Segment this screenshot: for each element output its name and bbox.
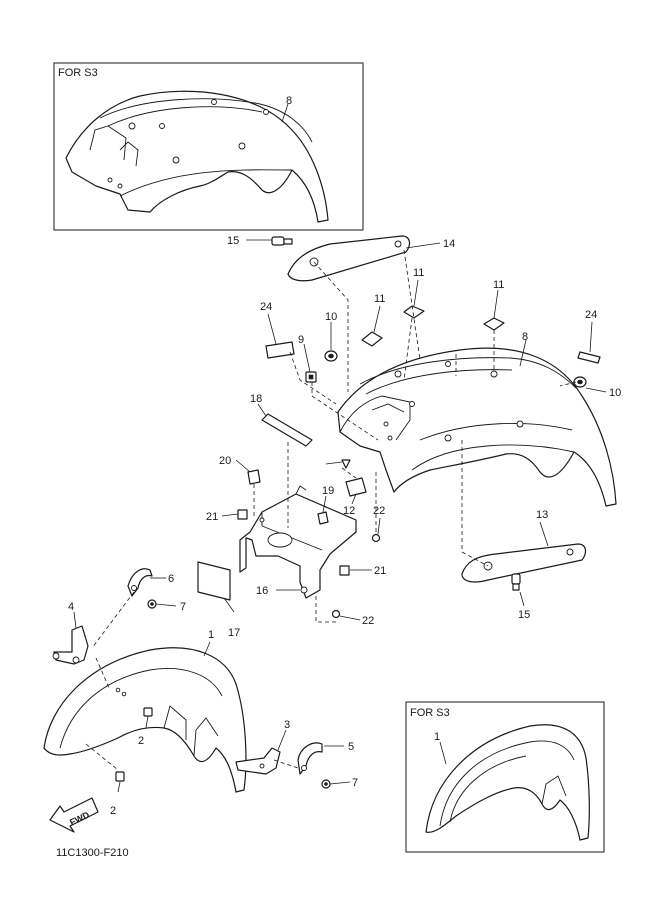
callout-14: 14 — [443, 238, 455, 250]
callout-12: 12 — [343, 505, 355, 517]
callout-13: 13 — [536, 509, 548, 521]
inset-top-frame — [53, 62, 364, 231]
fwd-arrow-icon: FWD — [49, 797, 99, 833]
callout-17: 17 — [228, 627, 240, 639]
callout-18: 18 — [250, 393, 262, 405]
part-24-pad-upper — [265, 341, 295, 359]
callout-9: 9 — [298, 334, 304, 346]
part-15-bolt-upper — [271, 236, 293, 246]
part-11-pads — [361, 305, 505, 347]
inset-front-fender-s3 — [425, 724, 590, 841]
part-21-nut-right — [339, 565, 350, 576]
callout-15-lower: 15 — [518, 609, 530, 621]
inset-top-label: FOR S3 — [58, 67, 98, 79]
callout-21-right: 21 — [374, 565, 386, 577]
part-7-bolt-lower — [321, 779, 331, 789]
callout-7-upper: 7 — [180, 601, 186, 613]
part-2-bolt-upper — [143, 707, 153, 717]
callout-2-upper: 2 — [138, 735, 144, 747]
part-14-rear-arm-cover — [287, 235, 411, 282]
inset-top-s3: FOR S3 8 — [53, 62, 364, 231]
part-8-rear-fender — [337, 347, 617, 507]
assembly-lines — [253, 249, 577, 623]
part-3-bracket — [235, 747, 281, 775]
callout-11-b: 11 — [413, 267, 424, 279]
part-1-front-fender — [43, 647, 247, 793]
part-20-clip — [247, 469, 261, 485]
callout-24-upper: 24 — [260, 301, 272, 313]
callout-23: 24 — [585, 309, 597, 321]
callout-22-upper: 22 — [373, 505, 385, 517]
callout-8-inset: 8 — [286, 95, 292, 107]
callout-7-lower: 7 — [352, 777, 358, 789]
part-4-bracket — [52, 625, 89, 665]
callout-3: 3 — [284, 719, 290, 731]
part-7-bolt-upper — [147, 599, 157, 609]
part-22-nut-upper — [371, 533, 381, 543]
inset-rear-fender-s3 — [65, 90, 329, 223]
part-16-license-bracket — [239, 485, 357, 599]
callout-22-lower: 22 — [362, 615, 374, 627]
part-24-screw — [341, 459, 351, 469]
callout-19: 19 — [322, 485, 334, 497]
callout-6: 6 — [168, 573, 174, 585]
part-21-nut-left — [237, 509, 248, 520]
part-6-clamp — [127, 568, 153, 597]
callout-11-a: 11 — [374, 293, 385, 305]
callout-10-right: 10 — [609, 387, 621, 399]
drawing-code: 11C1300-F210 — [56, 847, 129, 859]
inset-bottom-label: FOR S3 — [410, 707, 450, 719]
part-10-grommet-right — [573, 376, 587, 388]
part-23-tag — [577, 351, 601, 364]
part-9-clip — [305, 371, 317, 383]
callout-5: 5 — [348, 741, 354, 753]
callout-15-upper: 15 — [227, 235, 239, 247]
callout-11-c: 11 — [493, 279, 504, 291]
part-12-damper — [345, 477, 367, 497]
part-17-reflector — [197, 561, 231, 601]
callout-1-inset: 1 — [434, 731, 440, 743]
part-18-strip — [261, 413, 313, 447]
part-19-clip — [317, 511, 329, 525]
callout-2-lower: 2 — [110, 805, 116, 817]
callout-8-main: 8 — [522, 331, 528, 343]
inset-bottom-frame — [405, 701, 605, 853]
part-2-bolt-lower — [115, 771, 125, 782]
callout-4: 4 — [68, 601, 74, 613]
callout-10-center: 10 — [325, 311, 337, 323]
part-15-bolt-lower — [511, 573, 521, 591]
part-22-nut-lower — [331, 609, 341, 619]
inset-bottom-s3: FOR S3 1 — [405, 701, 605, 853]
part-5-clamp — [297, 742, 323, 775]
part-10-grommet-center — [324, 350, 338, 362]
callout-16: 16 — [256, 585, 268, 597]
part-13-rear-arm-lower — [461, 543, 587, 583]
callout-20: 20 — [219, 455, 231, 467]
callout-21-left: 21 — [206, 511, 218, 523]
callout-1-main: 1 — [208, 629, 214, 641]
